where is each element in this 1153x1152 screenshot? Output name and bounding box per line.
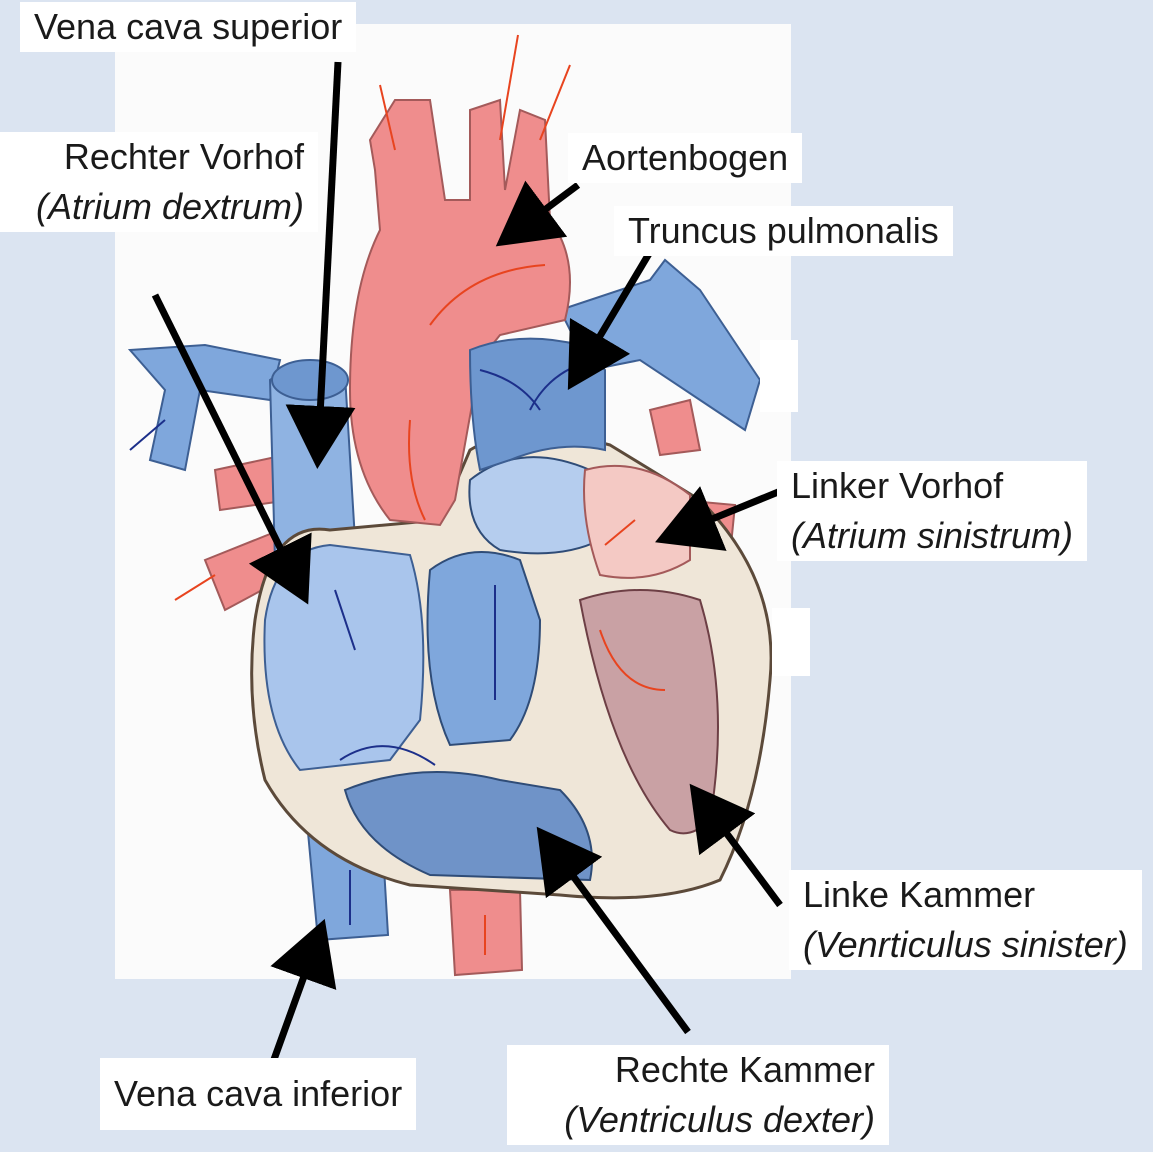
- label-rechter-vorhof-text: Rechter Vorhof: [14, 132, 304, 182]
- label-rechter-vorhof-latin: (Atrium dextrum): [14, 182, 304, 232]
- label-rechte-kammer: Rechte Kammer (Ventriculus dexter): [507, 1045, 889, 1145]
- label-linker-vorhof: Linker Vorhof (Atrium sinistrum): [777, 461, 1087, 561]
- pulmonary-valve: [469, 457, 600, 553]
- label-vena-cava-inferior: Vena cava inferior: [100, 1058, 416, 1130]
- label-linke-kammer-latin: (Venrticulus sinister): [803, 920, 1128, 970]
- label-rechte-kammer-latin: (Ventriculus dexter): [521, 1095, 875, 1145]
- label-rechte-kammer-text: Rechte Kammer: [521, 1045, 875, 1095]
- right-atrium: [264, 545, 423, 770]
- blank-box-1: [760, 340, 798, 412]
- label-vena-cava-superior: Vena cava superior: [20, 2, 356, 52]
- label-rechter-vorhof: Rechter Vorhof (Atrium dextrum): [0, 132, 318, 232]
- label-linke-kammer-text: Linke Kammer: [803, 870, 1128, 920]
- label-aortenbogen-text: Aortenbogen: [582, 133, 788, 183]
- label-aortenbogen: Aortenbogen: [568, 133, 802, 183]
- blank-box-2: [772, 608, 810, 676]
- left-atrium: [584, 466, 690, 578]
- label-linker-vorhof-latin: (Atrium sinistrum): [791, 511, 1073, 561]
- label-truncus-pulmonalis-text: Truncus pulmonalis: [628, 206, 939, 256]
- label-linker-vorhof-text: Linker Vorhof: [791, 461, 1073, 511]
- pointer-vena-cava-inferior: [272, 932, 320, 1065]
- right-ventricle-outflow: [428, 552, 541, 745]
- label-vena-cava-superior-text: Vena cava superior: [34, 2, 342, 52]
- label-vena-cava-inferior-text: Vena cava inferior: [114, 1069, 402, 1119]
- label-truncus-pulmonalis: Truncus pulmonalis: [614, 206, 953, 256]
- label-linke-kammer: Linke Kammer (Venrticulus sinister): [789, 870, 1142, 970]
